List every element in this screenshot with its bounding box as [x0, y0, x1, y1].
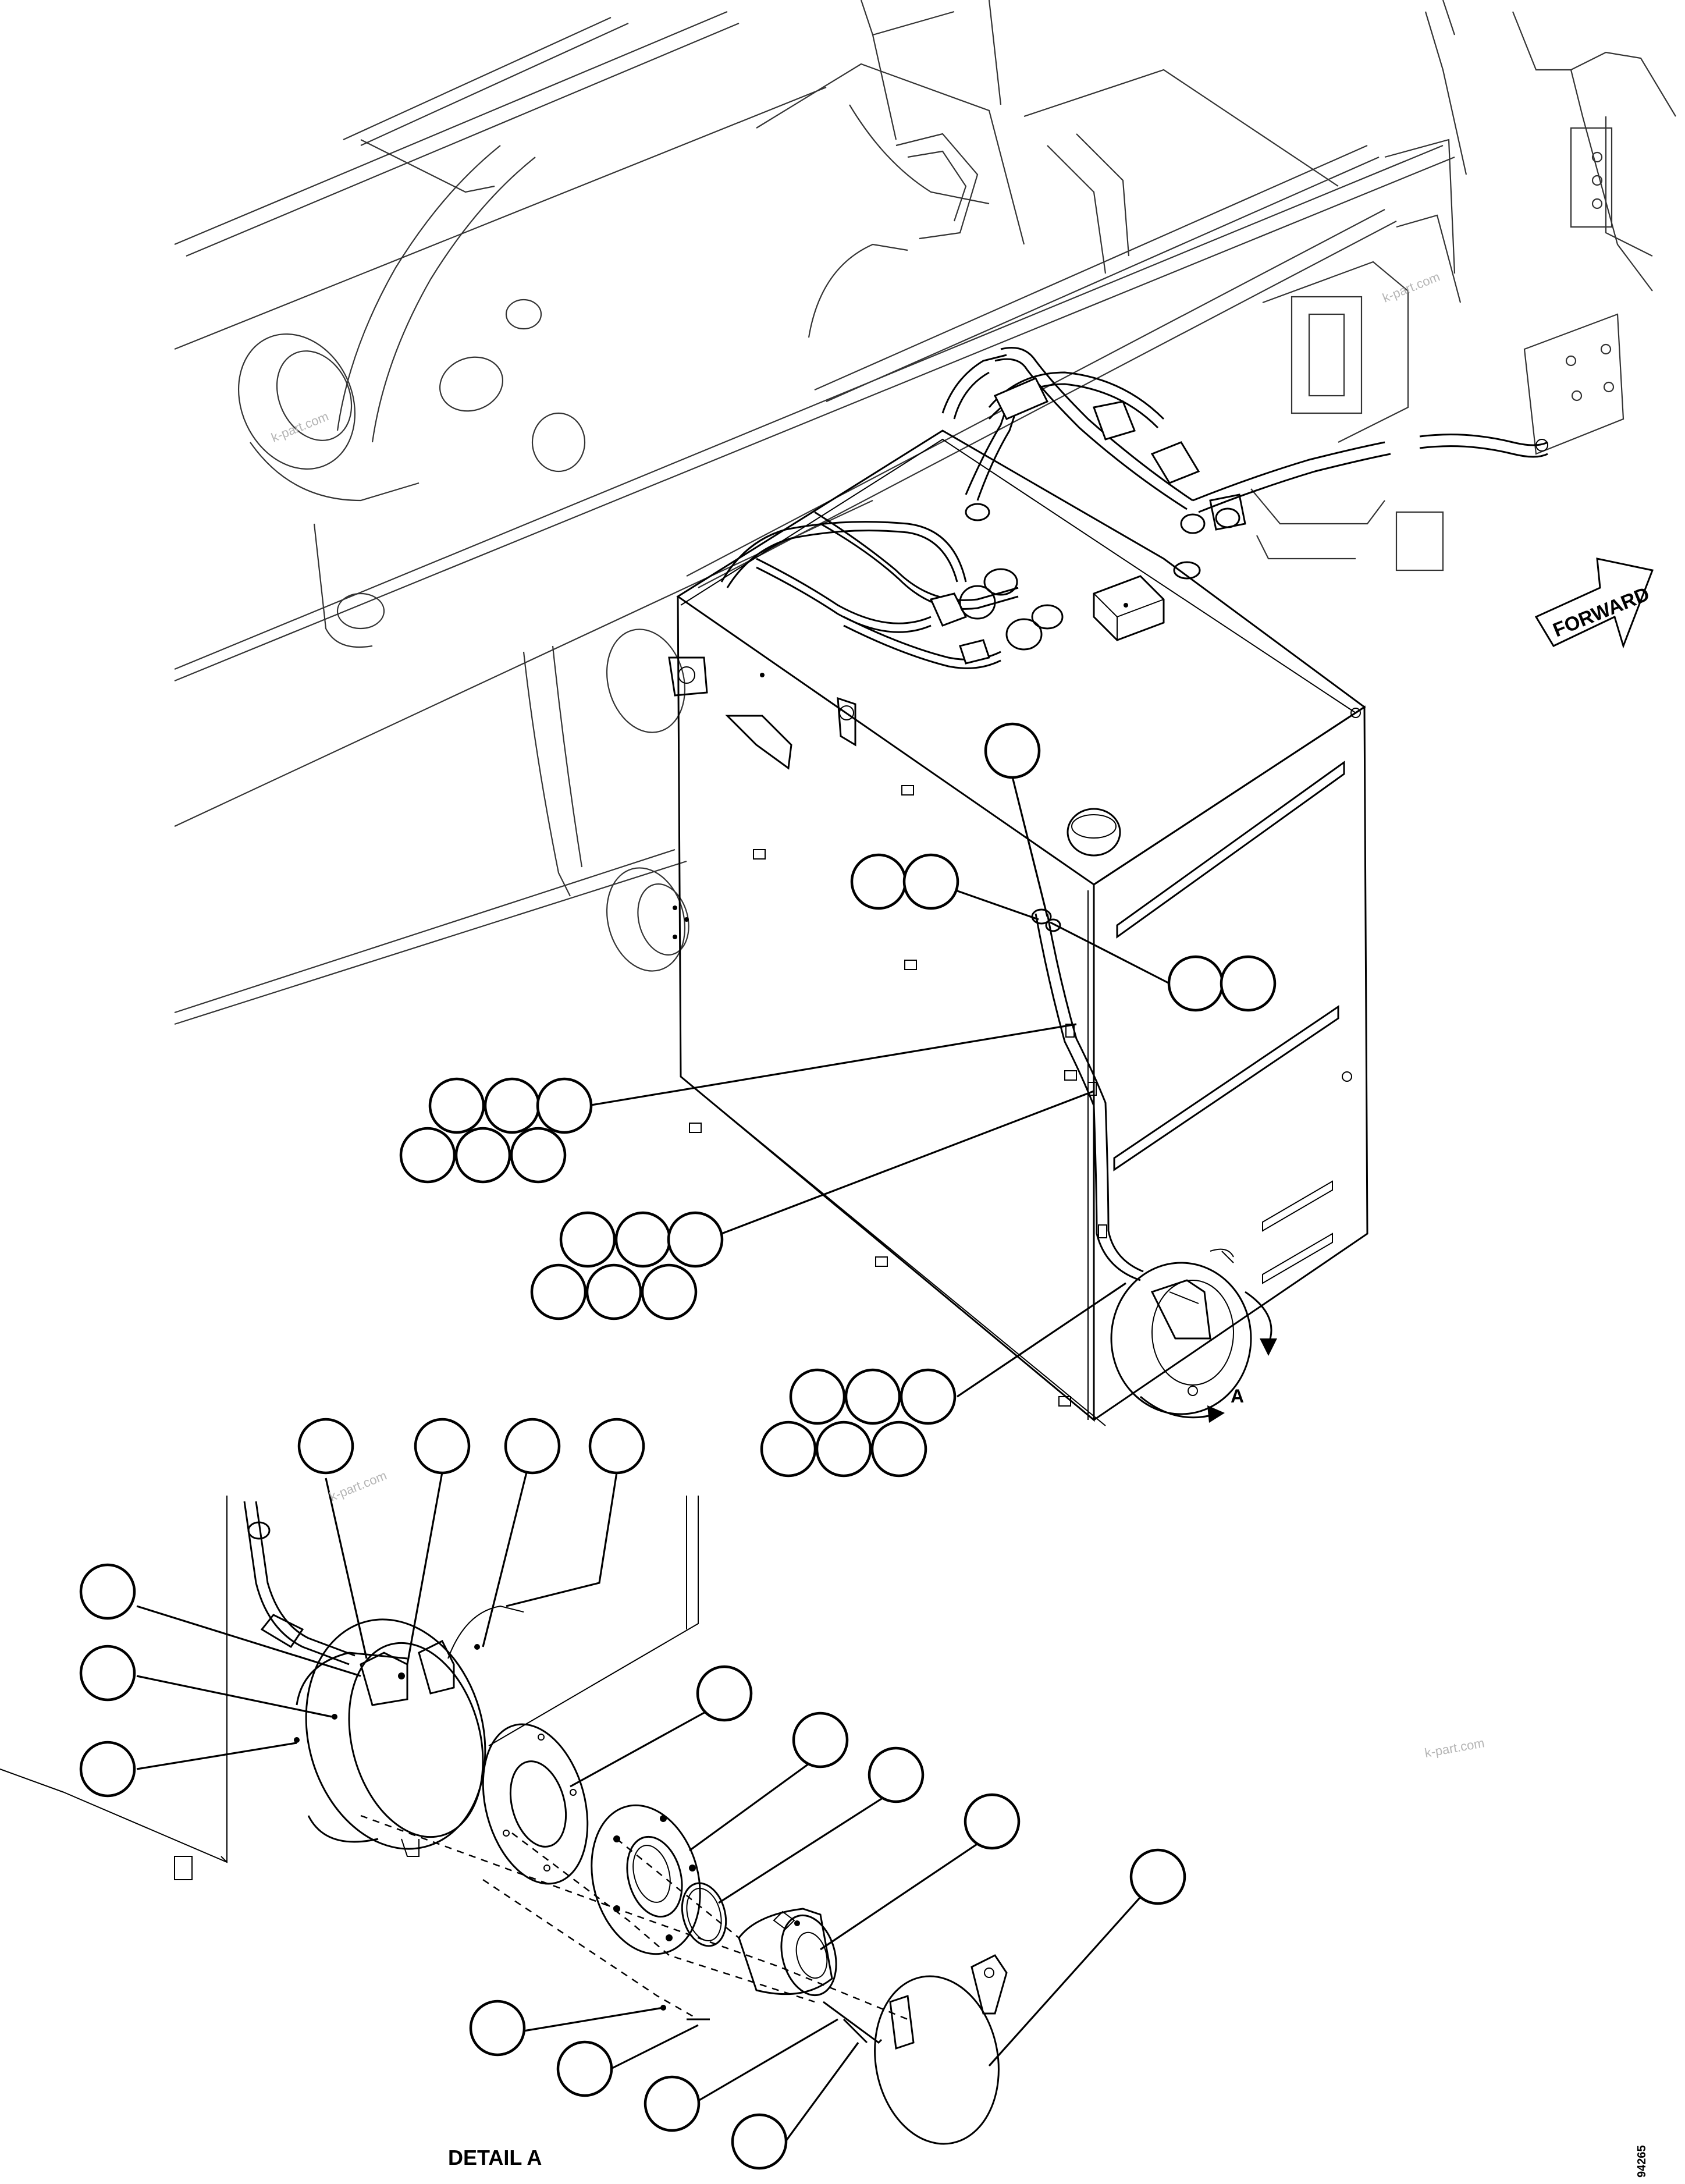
- callout-balloon: [556, 2040, 613, 2097]
- machine-frame: [174, 0, 1676, 1025]
- callout-balloon: [868, 1746, 925, 1803]
- callout-balloon: [614, 1211, 671, 1268]
- callout-balloon: [760, 1421, 817, 1478]
- callout-balloon: [504, 1418, 561, 1475]
- callout-balloon: [731, 2113, 788, 2170]
- figure-number: 94265: [1636, 2145, 1648, 2178]
- detail-a-exploded-view: [0, 1496, 1008, 2145]
- rotation-arrow-icon: [1140, 1291, 1277, 1423]
- callout-balloon: [297, 1418, 354, 1475]
- callout-balloon: [870, 1421, 927, 1478]
- callout-balloon: [510, 1127, 567, 1184]
- callout-balloon: [414, 1418, 471, 1475]
- callout-balloon: [850, 853, 907, 910]
- callout-balloon: [900, 1368, 957, 1425]
- callout-balloon: [964, 1793, 1021, 1850]
- callout-balloon: [789, 1368, 846, 1425]
- access-cover-assembly: [1110, 1248, 1252, 1415]
- callout-balloon: [1220, 955, 1277, 1012]
- callout-balloon: [399, 1127, 456, 1184]
- watermark: k-part.com: [328, 1468, 389, 1504]
- hydraulic-hoses: [720, 347, 1548, 1281]
- watermark: k-part.com: [1424, 1735, 1486, 1760]
- detail-marker-label: A: [1231, 1386, 1244, 1407]
- forward-arrow-icon: [1534, 557, 1654, 649]
- callout-balloon: [696, 1665, 753, 1722]
- callout-balloon: [454, 1127, 511, 1184]
- callout-balloon: [79, 1741, 136, 1798]
- hydraulic-tank: [668, 429, 1368, 1426]
- callout-balloon: [667, 1211, 724, 1268]
- leader-lines: [136, 776, 1170, 2142]
- callout-balloon: [484, 1077, 541, 1134]
- callout-balloon: [641, 1263, 698, 1320]
- callout-balloon: [1167, 955, 1224, 1012]
- callout-balloon: [428, 1077, 485, 1134]
- callout-balloon: [792, 1711, 849, 1768]
- callout-balloon: [559, 1211, 616, 1268]
- watermark: k-part.com: [269, 409, 331, 445]
- callout-balloon: [585, 1263, 642, 1320]
- callout-balloon: [815, 1421, 872, 1478]
- callout-balloon: [530, 1263, 587, 1320]
- callout-balloon: [79, 1645, 136, 1702]
- callout-balloon: [1129, 1848, 1186, 1905]
- callout-balloon: [644, 2075, 701, 2132]
- callout-balloon: [984, 722, 1041, 779]
- callout-balloon: [844, 1368, 901, 1425]
- watermark: k-part.com: [1381, 269, 1442, 306]
- callout-balloon: [902, 853, 959, 910]
- callout-balloon: [79, 1563, 136, 1620]
- callout-balloon: [536, 1077, 593, 1134]
- callout-balloons: [79, 722, 1277, 2170]
- detail-a-title: DETAIL A: [448, 2146, 542, 2169]
- callout-balloon: [588, 1418, 645, 1475]
- callout-balloon: [469, 2000, 526, 2057]
